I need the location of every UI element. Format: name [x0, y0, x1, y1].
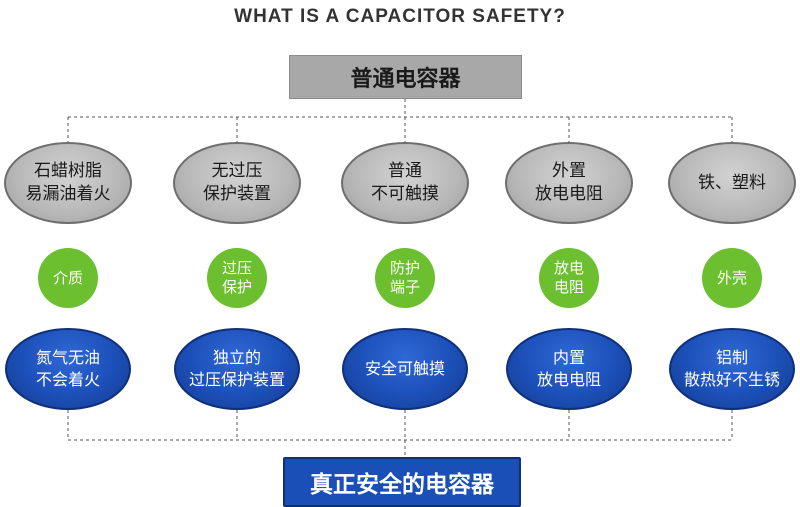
problem-oval-2: 无过压 保护装置 — [173, 142, 301, 224]
solution-label-1: 氮气无油 不会着火 — [35, 348, 100, 389]
aspect-circle-1: 介质 — [38, 248, 98, 308]
aspect-label-3: 防护 端子 — [389, 259, 420, 296]
problem-label-4: 外置 放电电阻 — [535, 161, 603, 204]
aspect-circle-4: 放电 电阻 — [539, 248, 599, 308]
diagram-title: WHAT IS A CAPACITOR SAFETY? — [234, 6, 566, 27]
problem-oval-3: 普通 不可触摸 — [341, 142, 469, 224]
solution-label-4: 内置 放电电阻 — [536, 348, 601, 389]
aspect-label-4: 放电 电阻 — [553, 259, 584, 296]
problem-label-2: 无过压 保护装置 — [203, 161, 271, 204]
solution-label-2: 独立的 过压保护装置 — [188, 348, 285, 389]
ordinary-capacitor-box: 普通电容器 — [289, 55, 522, 99]
problem-oval-1: 石蜡树脂 易漏油着火 — [4, 142, 132, 224]
aspect-label-5: 外壳 — [716, 268, 747, 287]
solution-label-5: 铝制 散热好不生锈 — [683, 348, 780, 389]
problem-oval-5: 铁、塑料 — [668, 142, 796, 224]
aspect-label-2: 过压 保护 — [221, 259, 252, 296]
aspect-circle-3: 防护 端子 — [375, 248, 435, 308]
aspect-label-1: 介质 — [52, 268, 83, 287]
aspect-circle-5: 外壳 — [702, 248, 762, 308]
problem-label-5: 铁、塑料 — [698, 172, 766, 193]
solution-oval-2: 独立的 过压保护装置 — [174, 328, 300, 410]
problem-label-1: 石蜡树脂 易漏油着火 — [25, 161, 111, 204]
safe-capacitor-box: 真正安全的电容器 — [283, 457, 521, 507]
aspect-circle-2: 过压 保护 — [207, 248, 267, 308]
solution-oval-3: 安全可触摸 — [342, 328, 468, 410]
solution-oval-5: 铝制 散热好不生锈 — [669, 328, 795, 410]
solution-oval-1: 氮气无油 不会着火 — [5, 328, 131, 410]
problem-oval-4: 外置 放电电阻 — [505, 142, 633, 224]
problem-label-3: 普通 不可触摸 — [371, 161, 439, 204]
solution-oval-4: 内置 放电电阻 — [506, 328, 632, 410]
solution-label-3: 安全可触摸 — [364, 359, 445, 378]
